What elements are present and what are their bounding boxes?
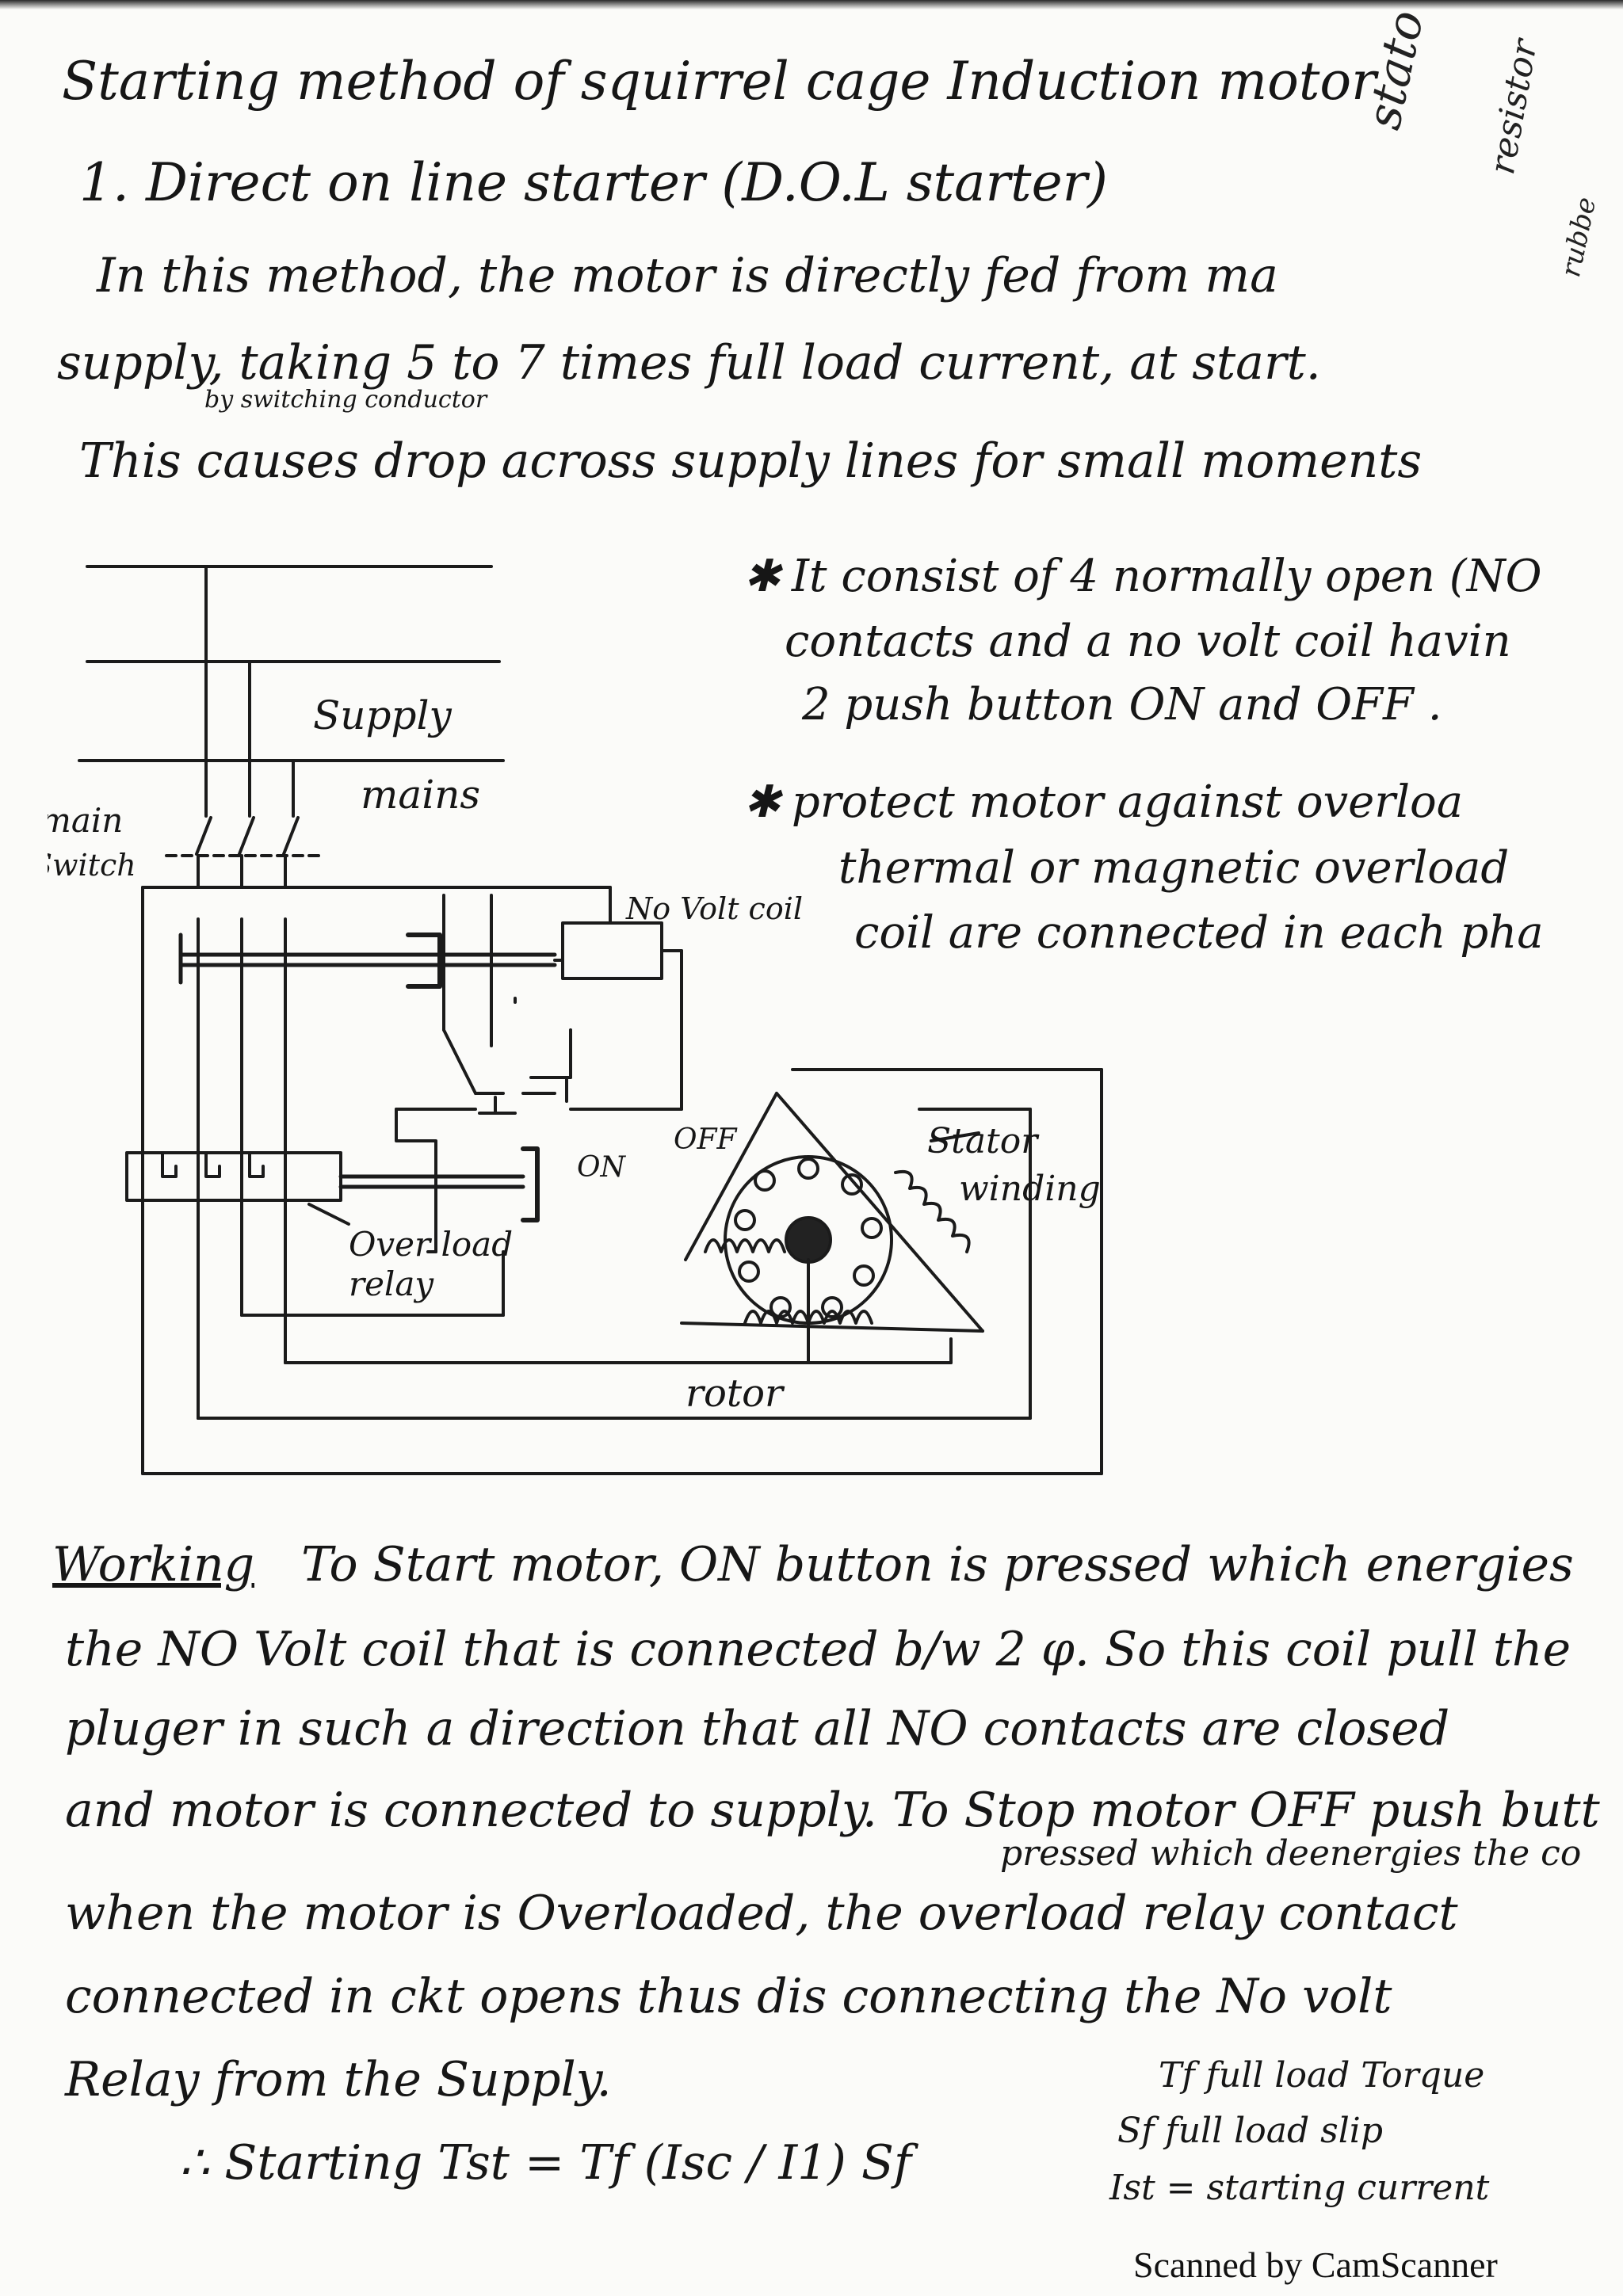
label-off: OFF [674, 1123, 738, 1156]
heading-dol-starter: 1. Direct on line starter (D.O.L starter… [79, 152, 1108, 213]
working-line-6: connected in ckt opens thus dis connecti… [65, 1969, 1392, 2024]
working-line-7: Relay from the Supply. [65, 2052, 612, 2107]
overload-relay [125, 1151, 342, 1202]
working-text-1: To Start motor, ON button is pressed whi… [301, 1537, 1574, 1592]
off-push-button [521, 1076, 572, 1103]
intro-line-3: This causes drop across supply lines for… [79, 433, 1423, 489]
label-mains: mains [361, 772, 480, 818]
label-stator: Stator [927, 1121, 1040, 1161]
starting-torque-formula: ∴ Starting Tst = Tf (Isc / I1) Sf [179, 2135, 912, 2191]
bullet-1-line-1: ✱It consist of 4 normally open (NO [743, 551, 1542, 602]
motor-rotor [724, 1155, 893, 1364]
motor-delta-stator [680, 1092, 984, 1333]
label-on: ON [577, 1151, 627, 1184]
label-supply: Supply [313, 692, 452, 738]
label-no-volt-coil: No Volt coil [625, 891, 803, 926]
scan-edge-shadow [0, 0, 1623, 10]
intro-line-2: supply, taking 5 to 7 times full load cu… [57, 335, 1321, 391]
label-switch: Switch [48, 848, 136, 883]
note-full-load-torque: Tf full load Torque [1159, 2055, 1485, 2096]
working-heading: Working [52, 1537, 254, 1592]
intro-line-1: In this method, the motor is directly fe… [97, 248, 1278, 303]
working-line-2: the NO Volt coil that is connected b/w 2… [65, 1622, 1571, 1677]
bullet-2-line-1: ✱protect motor against overloa [743, 776, 1464, 828]
working-line-1: Working To Start motor, ON button is pre… [52, 1541, 1574, 1589]
working-insert: pressed which deenergies the co [1000, 1833, 1582, 1874]
label-relay: relay [349, 1264, 434, 1303]
on-push-button [474, 1092, 517, 1115]
no-volt-coil [561, 921, 663, 980]
bullet-mark: ✱ [743, 776, 781, 828]
margin-note-resistor: resistor [1482, 36, 1546, 177]
working-line-3: pluger in such a direction that all NO c… [65, 1701, 1450, 1756]
label-rotor: rotor [685, 1371, 785, 1416]
bullet-2-line-2: thermal or magnetic overload [838, 842, 1510, 894]
margin-note-rubbe: rubbe [1555, 194, 1603, 280]
label-winding: winding [959, 1169, 1101, 1209]
contactor-contacts [178, 933, 557, 985]
bullet-1-line-3: 2 push button ON and OFF . [802, 679, 1442, 730]
label-overload: Over load [349, 1225, 513, 1264]
bullet-1-line-2: contacts and a no volt coil havin [785, 616, 1511, 667]
working-line-5: when the motor is Overloaded, the overlo… [65, 1886, 1458, 1941]
main-switch-symbol [165, 816, 323, 857]
camscanner-watermark: Scanned by CamScanner [1133, 2245, 1498, 2285]
intro-insert: by switching conductor [204, 386, 487, 414]
bullet-mark: ✱ [743, 551, 781, 602]
page-title: Starting method of squirrel cage Inducti… [62, 51, 1377, 112]
working-line-4: and motor is connected to supply. To Sto… [65, 1783, 1600, 1838]
bullet-2-line-3: coil are connected in each pha [854, 907, 1544, 959]
dol-starter-circuit-diagram: Supply mains main Switch No Volt coil ON… [48, 565, 1103, 1475]
label-main: main [48, 801, 123, 840]
note-full-load-slip: Sf full load slip [1117, 2111, 1384, 2151]
note-starting-current: Ist = starting current [1109, 2168, 1490, 2208]
